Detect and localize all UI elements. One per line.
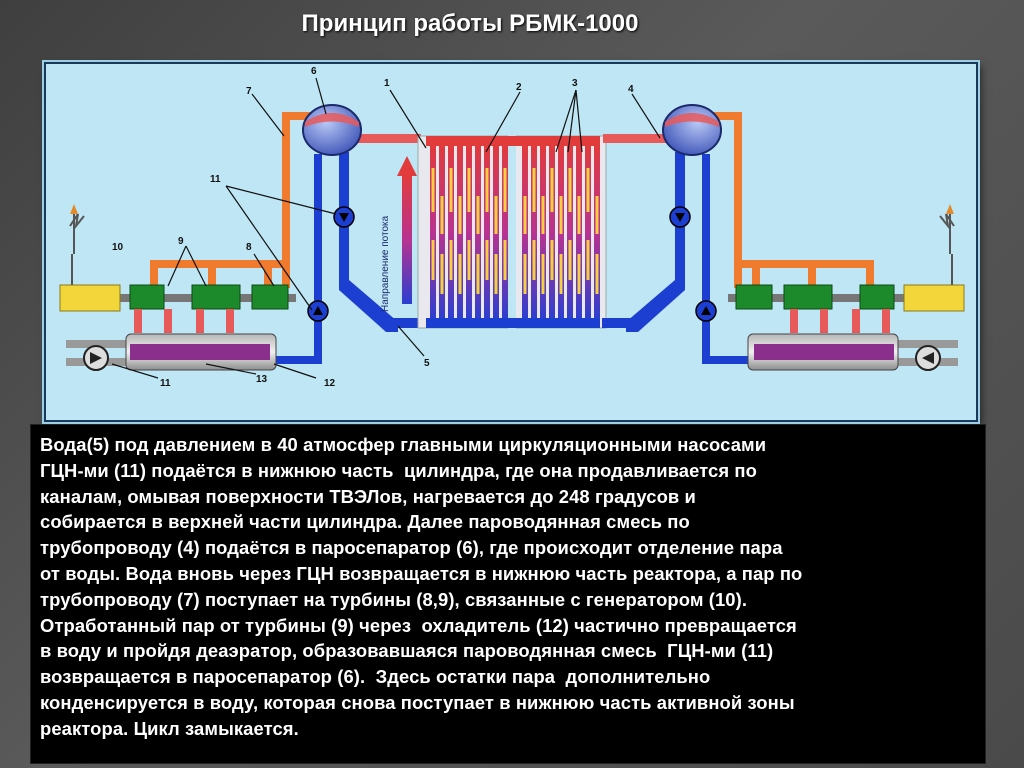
callout-leaders (111, 77, 661, 379)
fuel-element (494, 254, 498, 294)
fuel-element (503, 168, 507, 212)
rbmk-diagram: Направление потока (44, 62, 978, 422)
steam-separator-left (302, 104, 362, 156)
callout-5: 5 (424, 358, 430, 369)
fuel-element (577, 254, 581, 294)
rbmk-schematic: Направление потока (59, 66, 965, 389)
fuel-element (568, 240, 572, 280)
callout-4: 4 (628, 84, 634, 95)
fuel-element (595, 254, 599, 294)
fuel-channel (430, 144, 436, 320)
fuel-channel (531, 144, 537, 320)
fuel-channel (502, 144, 508, 320)
fuel-element (550, 168, 554, 212)
fuel-element (440, 254, 444, 294)
fuel-element (559, 254, 563, 294)
steam-line-left (150, 112, 312, 288)
callout-7: 7 (246, 86, 252, 97)
fuel-element (503, 240, 507, 280)
fuel-element (568, 168, 572, 212)
callout-11-lower: 11 (160, 378, 171, 389)
fuel-element (586, 168, 590, 212)
fuel-channel (466, 144, 472, 320)
callout-numbers: 1 2 3 4 5 6 7 8 9 10 11 11 12 13 (112, 66, 634, 389)
fuel-element (449, 168, 453, 212)
fuel-channel (448, 144, 454, 320)
callout-11-upper: 11 (210, 174, 221, 185)
generator-left (59, 204, 121, 312)
fuel-element (494, 196, 498, 234)
flow-direction-arrow (397, 156, 417, 304)
description-text: Вода(5) под давлением в 40 атмосфер глав… (40, 434, 803, 739)
fuel-element (595, 196, 599, 234)
fuel-element (532, 168, 536, 212)
fuel-element (431, 168, 435, 212)
fuel-element (523, 254, 527, 294)
fuel-element (532, 240, 536, 280)
fuel-element (577, 196, 581, 234)
right-loop (602, 104, 965, 371)
reactor-core: Направление потока (380, 130, 607, 334)
fuel-element (458, 254, 462, 294)
callout-6: 6 (311, 66, 317, 77)
fuel-element (550, 240, 554, 280)
fuel-element (449, 240, 453, 280)
condenser-left (66, 333, 277, 371)
callout-3: 3 (572, 78, 578, 89)
fuel-element (431, 240, 435, 280)
fuel-channel (549, 144, 555, 320)
riser-left (346, 134, 421, 143)
fuel-element (485, 240, 489, 280)
fuel-element (467, 168, 471, 212)
callout-9: 9 (178, 236, 184, 247)
fuel-element (586, 240, 590, 280)
exhaust-left (134, 309, 234, 333)
fuel-element (440, 196, 444, 234)
main-pump-left-upper (333, 206, 355, 228)
fuel-element (541, 254, 545, 294)
description-box: Вода(5) под давлением в 40 атмосфер глав… (30, 424, 986, 764)
fuel-element (458, 196, 462, 234)
fuel-element (523, 196, 527, 234)
callout-13: 13 (256, 374, 268, 385)
callout-2: 2 (516, 82, 522, 93)
callout-1: 1 (384, 78, 390, 89)
fuel-element (476, 196, 480, 234)
left-loop (59, 104, 422, 371)
fuel-channel (484, 144, 490, 320)
callout-10: 10 (112, 242, 124, 253)
callout-8: 8 (246, 242, 252, 253)
fuel-element (476, 254, 480, 294)
fuel-channel (567, 144, 573, 320)
flow-label: Направление потока (380, 215, 391, 312)
callout-12: 12 (324, 378, 336, 389)
fuel-element (467, 240, 471, 280)
fuel-element (541, 196, 545, 234)
fuel-channel (585, 144, 591, 320)
fuel-element (559, 196, 563, 234)
slide-title: Принцип работы РБМК-1000 (301, 10, 639, 37)
fuel-element (485, 168, 489, 212)
main-pump-left-lower (307, 300, 329, 322)
turbines-left (116, 284, 296, 310)
